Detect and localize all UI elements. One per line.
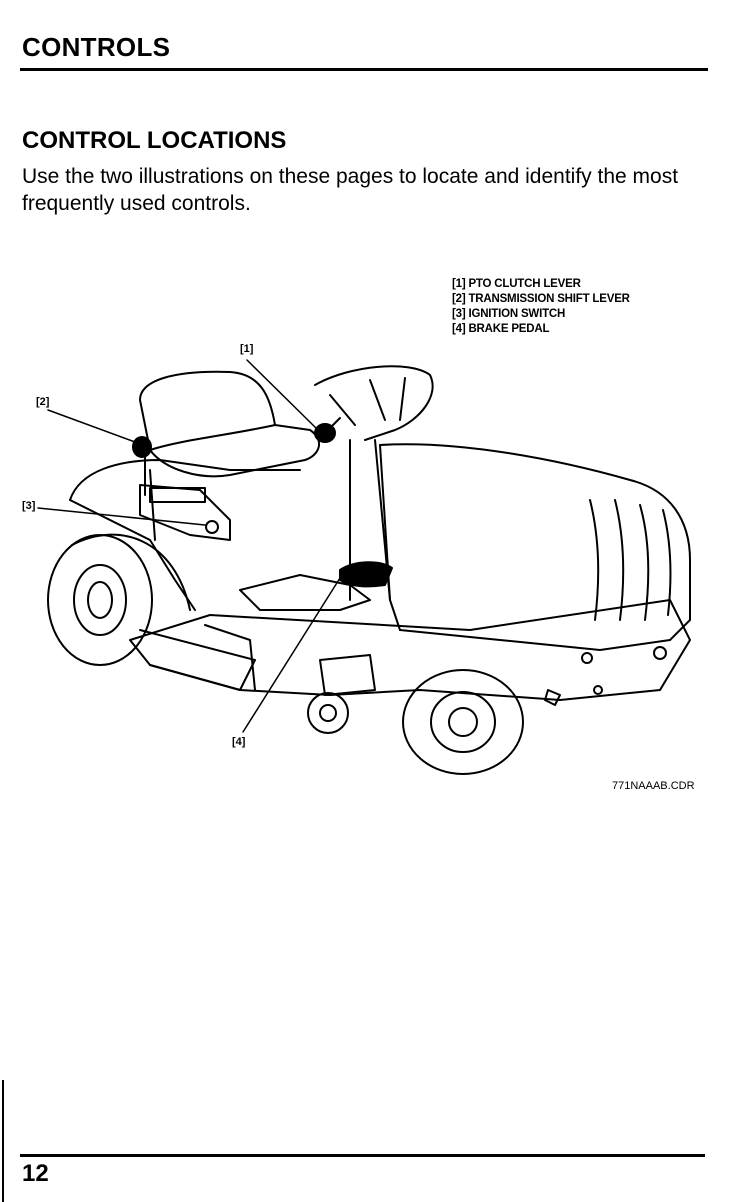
callout-label: [1] (240, 343, 253, 355)
leader-line (48, 410, 135, 442)
leader-line (38, 508, 205, 525)
riding-mower-illustration (0, 0, 750, 820)
leader-line (243, 578, 340, 732)
front-wheel (403, 670, 523, 774)
leader-line (247, 360, 318, 430)
callout-label: [4] (232, 736, 245, 748)
footer-rule (20, 1154, 705, 1157)
page-edge-rule (2, 1080, 4, 1202)
callout-label: [2] (36, 396, 49, 408)
figure-code: 771NAAAB.CDR (612, 780, 695, 792)
hood (380, 444, 690, 650)
rear-wheel (48, 535, 152, 665)
page-number: 12 (22, 1160, 49, 1188)
callout-label: [3] (22, 500, 35, 512)
